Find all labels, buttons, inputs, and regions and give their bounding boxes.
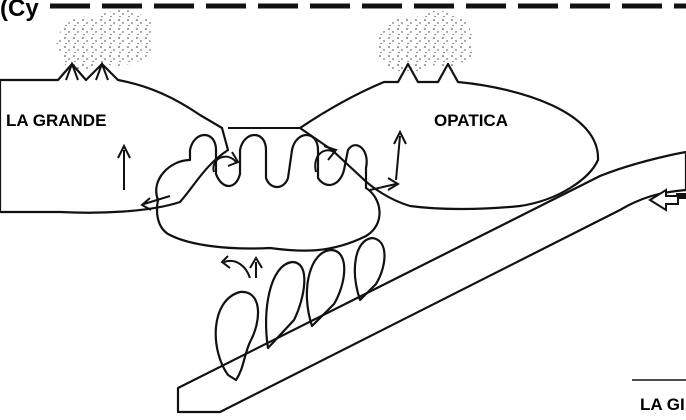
- ash-cloud-right: [376, 11, 472, 73]
- diapir-4: [355, 238, 385, 300]
- opatica-block: [300, 64, 598, 209]
- volcano-left-2: [96, 64, 108, 80]
- header-partial: (Cy: [0, 0, 39, 22]
- label-la-grande: LA GRANDE: [6, 111, 106, 130]
- label-corner-partial: LA GI: [640, 395, 685, 414]
- arrow-up-icon: [118, 132, 406, 278]
- magma-chamber: [156, 135, 379, 251]
- diapir-1: [216, 292, 258, 380]
- label-opatica: OPATICA: [434, 111, 508, 130]
- ash-cloud-left: [57, 10, 153, 70]
- subducting-slab: [178, 152, 686, 412]
- la-grande-block: [0, 64, 228, 213]
